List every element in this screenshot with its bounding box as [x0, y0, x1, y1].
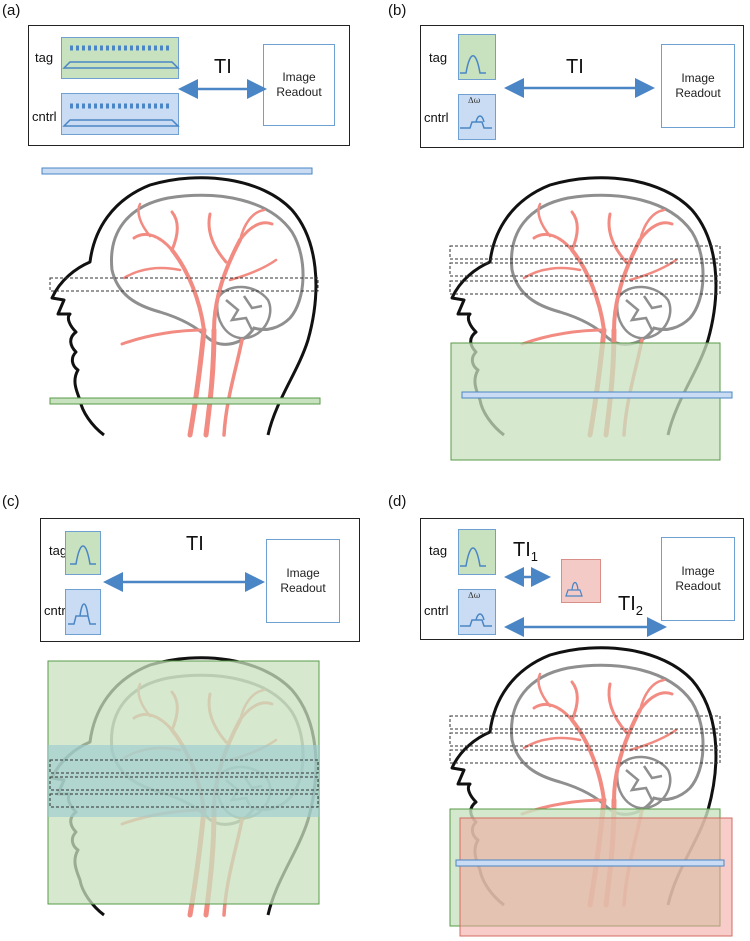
readout-slab-a [41, 167, 313, 175]
labeling-slab-b [450, 342, 721, 461]
imaging-slice-d-3 [449, 749, 721, 764]
tag-row-label: tag [35, 50, 54, 65]
control-pulse [458, 589, 496, 635]
control-plane-b [461, 391, 733, 399]
tag-pulse-shape [70, 545, 96, 565]
tag-pulse [65, 531, 101, 575]
readout-line-2: Readout [675, 86, 721, 100]
delta-omega-label: Δω [468, 591, 481, 600]
imaging-slice-b-2 [449, 262, 721, 277]
imaging-slice-c-2 [49, 776, 319, 791]
tag-pulse-shape [460, 55, 486, 74]
readout-line-2: Readout [675, 579, 721, 593]
imaging-slice-b-3 [449, 280, 721, 295]
control-row-label: cntrl [32, 109, 57, 124]
control-pulse-shape [460, 115, 492, 129]
readout-line-1: Image [282, 70, 316, 84]
panel-d-label: (d) [388, 493, 407, 510]
ti1-label: TI1 [513, 539, 539, 564]
control-pulse [65, 589, 101, 635]
readout-line-2: Readout [276, 85, 322, 99]
readout-line-1: Image [681, 71, 715, 85]
ti-label: TI [214, 56, 232, 78]
imaging-slice-d-2 [449, 732, 721, 747]
panel-c-label: (c) [2, 493, 20, 510]
readout-line-2: Readout [280, 581, 326, 595]
control-pulse-shape [460, 613, 492, 627]
tag-waveform [62, 61, 180, 69]
saturation-slab-d [459, 817, 733, 937]
tag-pulse-shape [460, 547, 486, 567]
imaging-slice-a [49, 277, 319, 292]
control-slab-c [48, 745, 319, 817]
readout-line-1: Image [286, 566, 320, 580]
ti2-label: TI2 [618, 593, 644, 618]
imaging-slice-c-3 [49, 793, 319, 808]
ti-label: TI [566, 56, 584, 78]
tag-row-label: tag [429, 543, 448, 558]
delta-omega-label: Δω [468, 96, 481, 105]
tag-row-label: tag [429, 50, 448, 65]
control-row-label: cntrl [424, 110, 449, 125]
ti-label: TI [186, 533, 204, 555]
control-row-label: cntrl [44, 603, 69, 618]
tag-row-label: tag [49, 543, 68, 558]
imaging-slice-b-1 [449, 245, 721, 260]
saturation-pulse-shape [565, 581, 583, 597]
labeling-plane-a [49, 397, 321, 405]
control-pulse [458, 94, 496, 140]
imaging-slice-d-1 [449, 715, 721, 730]
tag-pulse-train [61, 37, 179, 79]
panel-a-label: (a) [2, 2, 21, 19]
control-row-label: cntrl [424, 603, 449, 618]
imaging-slice-c-1 [49, 759, 319, 774]
control-pulse-train [61, 93, 179, 135]
panel-b-label: (b) [388, 2, 407, 19]
control-plane-d [455, 859, 725, 867]
readout-line-1: Image [681, 564, 715, 578]
control-waveform [62, 119, 180, 127]
control-pulse-shape [68, 603, 96, 625]
